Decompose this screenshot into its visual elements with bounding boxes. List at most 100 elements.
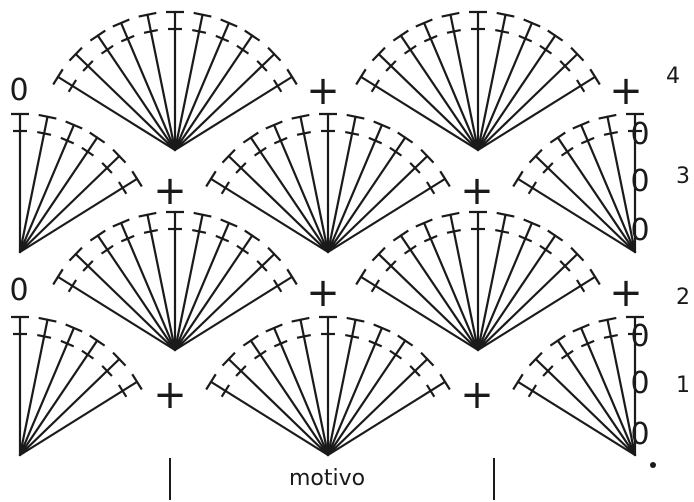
double-crochet-stitch <box>52 268 177 352</box>
double-crochet-stitch <box>173 246 282 352</box>
double-crochet-stitch <box>326 351 435 457</box>
double-crochet-stitch <box>392 29 480 152</box>
single-crochet-symbol: + <box>609 68 643 114</box>
shell-fan <box>205 112 451 254</box>
double-crochet-stitch <box>112 18 177 152</box>
double-crochet-stitch <box>173 268 298 352</box>
double-crochet-stitch <box>18 323 83 457</box>
double-crochet-stitch <box>138 11 177 152</box>
shell-fan <box>512 112 644 254</box>
double-crochet-stitch <box>319 112 337 254</box>
single-crochet-symbol: + <box>153 168 187 214</box>
single-crochet-symbol: + <box>306 68 340 114</box>
double-crochet-stitch <box>68 46 177 152</box>
double-crochet-stitch <box>89 29 177 152</box>
single-crochet-symbol: + <box>153 372 187 418</box>
chain-symbol: 0 <box>630 213 649 248</box>
double-crochet-stitch <box>173 11 212 152</box>
chain-symbol: 0 <box>9 273 28 308</box>
double-crochet-stitch <box>441 11 480 152</box>
double-crochet-stitch <box>265 120 330 254</box>
double-crochet-stitch <box>572 323 637 457</box>
double-crochet-stitch <box>291 316 330 457</box>
single-crochet-symbol: + <box>306 270 340 316</box>
double-crochet-stitch <box>173 211 212 352</box>
double-crochet-stitch <box>371 246 480 352</box>
double-crochet-stitch <box>326 316 365 457</box>
double-crochet-stitch <box>355 68 480 152</box>
double-crochet-stitch <box>326 323 391 457</box>
shell-fan <box>205 315 451 457</box>
row-number-3: 3 <box>676 164 690 189</box>
double-crochet-stitch <box>512 170 637 254</box>
shell-fan <box>512 315 644 457</box>
double-crochet-stitch <box>18 351 127 457</box>
double-crochet-stitch <box>626 315 644 457</box>
double-crochet-stitch <box>265 323 330 457</box>
chain-symbol: 0 <box>630 417 649 452</box>
double-crochet-stitch <box>173 29 261 152</box>
double-crochet-stitch <box>326 373 451 457</box>
double-crochet-stitch <box>173 68 298 152</box>
double-crochet-stitch <box>242 131 330 254</box>
single-crochet-symbol: + <box>460 168 494 214</box>
single-crochet-symbol: + <box>460 372 494 418</box>
double-crochet-stitch <box>205 170 330 254</box>
shell-fan <box>52 210 298 352</box>
double-crochet-stitch <box>355 268 480 352</box>
double-crochet-stitch <box>205 373 330 457</box>
double-crochet-stitch <box>476 268 601 352</box>
double-crochet-stitch <box>549 131 637 254</box>
double-crochet-stitch <box>476 11 515 152</box>
double-crochet-stitch <box>68 246 177 352</box>
double-crochet-stitch <box>528 351 637 457</box>
double-crochet-stitch <box>18 131 106 254</box>
double-crochet-stitch <box>18 120 83 254</box>
double-crochet-stitch <box>166 210 184 352</box>
double-crochet-stitch <box>476 246 585 352</box>
double-crochet-stitch <box>326 120 391 254</box>
row-number-1: 1 <box>676 373 690 398</box>
double-crochet-stitch <box>173 229 261 352</box>
double-crochet-stitch <box>18 113 57 254</box>
double-crochet-stitch <box>166 10 184 152</box>
double-crochet-stitch <box>18 316 57 457</box>
chain-symbol: 0 <box>630 366 649 401</box>
slip-stitch-dot <box>650 462 656 468</box>
double-crochet-stitch <box>626 112 644 254</box>
double-crochet-stitch <box>512 373 637 457</box>
double-crochet-stitch <box>598 316 637 457</box>
double-crochet-stitch <box>572 120 637 254</box>
shell-fan <box>11 315 143 457</box>
double-crochet-stitch <box>476 68 601 152</box>
double-crochet-stitch <box>11 315 29 457</box>
double-crochet-stitch <box>11 112 29 254</box>
double-crochet-stitch <box>476 211 515 352</box>
double-crochet-stitch <box>476 46 585 152</box>
shell-fan <box>355 10 601 152</box>
double-crochet-stitch <box>415 218 480 352</box>
double-crochet-stitch <box>326 131 414 254</box>
double-crochet-stitch <box>319 315 337 457</box>
double-crochet-stitch <box>291 113 330 254</box>
motif-label: motivo <box>289 466 366 491</box>
double-crochet-stitch <box>221 351 330 457</box>
double-crochet-stitch <box>326 170 451 254</box>
double-crochet-stitch <box>476 229 564 352</box>
double-crochet-stitch <box>371 46 480 152</box>
double-crochet-stitch <box>476 218 541 352</box>
chain-symbol: 0 <box>630 319 649 354</box>
row-number-2: 2 <box>676 285 690 310</box>
double-crochet-stitch <box>469 210 487 352</box>
double-crochet-stitch <box>392 229 480 352</box>
double-crochet-stitch <box>89 229 177 352</box>
double-crochet-stitch <box>112 218 177 352</box>
double-crochet-stitch <box>221 148 330 254</box>
shell-fan <box>11 112 143 254</box>
shell-fan <box>355 210 601 352</box>
double-crochet-stitch <box>173 18 238 152</box>
chain-symbol: 0 <box>630 117 649 152</box>
